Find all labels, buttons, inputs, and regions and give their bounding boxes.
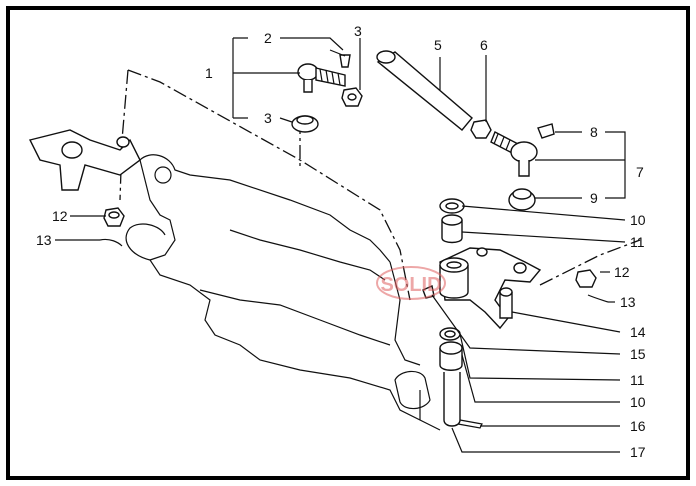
callout-1: 1 (205, 65, 213, 81)
callout-12-left: 12 (52, 208, 68, 224)
callout-13-right: 13 (620, 294, 636, 310)
callout-8: 8 (590, 124, 598, 140)
chassis-outline (119, 69, 641, 431)
callout-6: 6 (480, 37, 488, 53)
callout-9: 9 (590, 190, 598, 206)
nut-6 (470, 119, 492, 139)
callout-16: 16 (630, 418, 646, 434)
callout-7: 7 (636, 164, 644, 180)
steering-arm-left (28, 129, 141, 191)
callout-10-lower: 10 (630, 394, 646, 410)
nut-12-right (575, 269, 597, 288)
callout-5: 5 (434, 37, 442, 53)
callout-14: 14 (630, 324, 646, 340)
callout-11-upper: 11 (630, 234, 645, 250)
nut-12-left (103, 207, 125, 227)
callout-3-top: 3 (354, 23, 362, 39)
pivot-pin (443, 372, 461, 427)
callout-15: 15 (630, 346, 646, 362)
tie-rod-tube (376, 50, 473, 131)
tie-rod-end-right (490, 123, 555, 177)
callout-13-left: 13 (36, 232, 52, 248)
cotter-pin-13-left (99, 238, 123, 247)
callout-17: 17 (630, 444, 646, 460)
bushing-11-upper (441, 214, 463, 244)
diagram-frame (6, 6, 690, 480)
tie-rod-end-left (297, 49, 351, 93)
watermark-logo: SOLID (376, 266, 446, 300)
nut-3-top (341, 87, 363, 107)
callout-3-left: 3 (264, 110, 272, 126)
cotter-pin-13-right (587, 294, 609, 303)
leader-lines (55, 37, 626, 453)
watermark-text: SOLID (380, 274, 441, 296)
callout-11-lower: 11 (630, 372, 645, 388)
callout-2: 2 (264, 30, 272, 46)
boot-9 (508, 188, 536, 211)
idler-arm (422, 247, 542, 330)
cotter-pin-16 (457, 419, 483, 429)
callout-12-right: 12 (614, 264, 630, 280)
boot-3-left (291, 115, 319, 133)
bushing-10-upper (439, 198, 465, 214)
callout-10-upper: 10 (630, 212, 646, 228)
bushing-10-lower (439, 341, 463, 371)
bushing-11-lower (439, 327, 461, 341)
